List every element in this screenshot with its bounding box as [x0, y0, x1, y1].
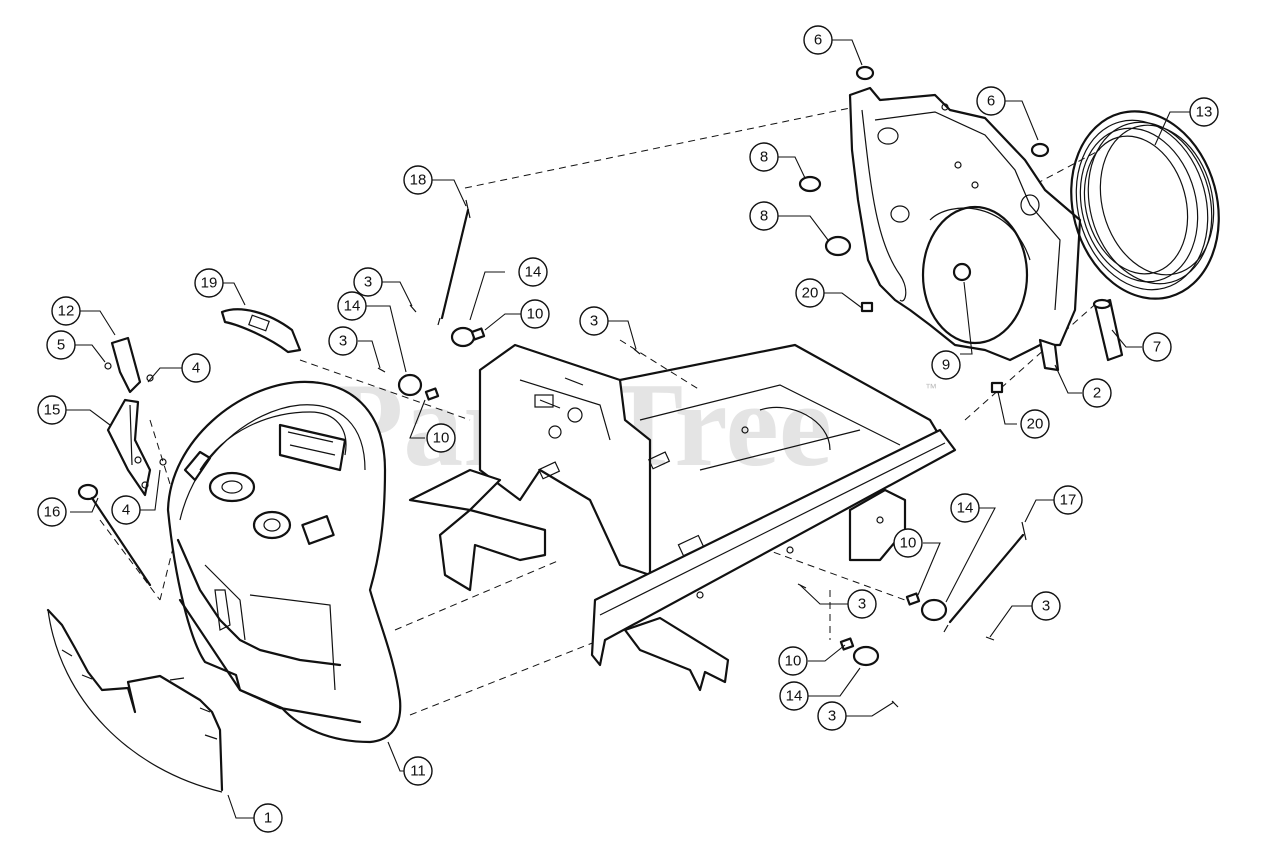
callout-10: 10 — [778, 646, 808, 676]
callout-17: 17 — [1053, 485, 1083, 515]
svg-text:3: 3 — [364, 274, 372, 291]
svg-text:20: 20 — [802, 285, 819, 302]
svg-text:11: 11 — [410, 763, 426, 780]
callout-5: 5 — [46, 330, 76, 360]
svg-text:1: 1 — [264, 810, 272, 827]
callout-14: 14 — [950, 493, 980, 523]
callout-14: 14 — [337, 291, 367, 321]
svg-text:6: 6 — [987, 93, 995, 110]
callout-10: 10 — [426, 423, 456, 453]
svg-text:12: 12 — [58, 303, 75, 320]
rods — [437, 199, 1027, 633]
dash-console — [166, 380, 402, 744]
callout-3: 3 — [328, 326, 358, 356]
svg-text:17: 17 — [1060, 492, 1077, 509]
svg-text:8: 8 — [760, 149, 768, 166]
svg-text:2: 2 — [1093, 385, 1101, 402]
svg-text:20: 20 — [1027, 416, 1044, 433]
svg-text:3: 3 — [858, 596, 866, 613]
svg-text:19: 19 — [201, 275, 218, 292]
svg-text:4: 4 — [122, 502, 130, 519]
callout-19: 19 — [194, 268, 224, 298]
svg-text:9: 9 — [942, 357, 950, 374]
svg-text:14: 14 — [786, 688, 803, 705]
watermark-trademark: ™ — [925, 381, 937, 395]
svg-text:3: 3 — [590, 313, 598, 330]
tube — [1092, 298, 1124, 362]
svg-text:13: 13 — [1196, 104, 1213, 121]
frame-chassis — [408, 343, 957, 692]
svg-text:14: 14 — [344, 298, 361, 315]
callout-3: 3 — [1031, 591, 1061, 621]
hardware — [377, 65, 1050, 708]
callout-8: 8 — [749, 201, 779, 231]
callout-4: 4 — [111, 495, 141, 525]
callout-4: 4 — [181, 353, 211, 383]
callout-6: 6 — [976, 86, 1006, 116]
svg-text:10: 10 — [433, 430, 450, 447]
svg-text:3: 3 — [339, 333, 347, 350]
svg-text:5: 5 — [57, 337, 65, 354]
leader-lines — [65, 39, 1190, 819]
svg-text:10: 10 — [785, 653, 802, 670]
callout-13: 13 — [1189, 97, 1219, 127]
svg-text:16: 16 — [44, 504, 61, 521]
callout-14: 14 — [779, 681, 809, 711]
callout-9: 9 — [931, 350, 961, 380]
svg-text:18: 18 — [410, 172, 427, 189]
callout-3: 3 — [847, 589, 877, 619]
svg-text:14: 14 — [957, 500, 974, 517]
coil-spring — [1070, 110, 1220, 300]
callout-14: 14 — [518, 257, 548, 287]
callout-12: 12 — [51, 296, 81, 326]
svg-text:15: 15 — [44, 402, 61, 419]
svg-text:6: 6 — [814, 32, 822, 49]
choke-knob — [77, 483, 152, 587]
callout-15: 15 — [37, 395, 67, 425]
svg-text:10: 10 — [527, 306, 544, 323]
callout-10: 10 — [893, 528, 923, 558]
callout-10: 10 — [520, 299, 550, 329]
side-brackets — [104, 336, 167, 497]
callout-7: 7 — [1142, 332, 1172, 362]
svg-text:8: 8 — [760, 208, 768, 225]
callout-11: 11 — [403, 756, 433, 786]
svg-text:3: 3 — [828, 708, 836, 725]
callout-8: 8 — [749, 142, 779, 172]
callout-20: 20 — [795, 278, 825, 308]
svg-text:7: 7 — [1153, 339, 1161, 356]
skirt-panel — [46, 608, 224, 793]
svg-text:4: 4 — [192, 360, 200, 377]
callout-6: 6 — [803, 25, 833, 55]
callout-16: 16 — [37, 497, 67, 527]
callout-2: 2 — [1082, 378, 1112, 408]
svg-text:3: 3 — [1042, 598, 1050, 615]
callout-3: 3 — [353, 267, 383, 297]
svg-text:10: 10 — [900, 535, 917, 552]
svg-text:14: 14 — [525, 264, 542, 281]
dash-handle — [220, 308, 302, 354]
callout-1: 1 — [253, 803, 283, 833]
callout-18: 18 — [403, 165, 433, 195]
callout-20: 20 — [1020, 409, 1050, 439]
rear-plate — [848, 86, 1082, 372]
callout-3: 3 — [579, 306, 609, 336]
callout-3: 3 — [817, 701, 847, 731]
